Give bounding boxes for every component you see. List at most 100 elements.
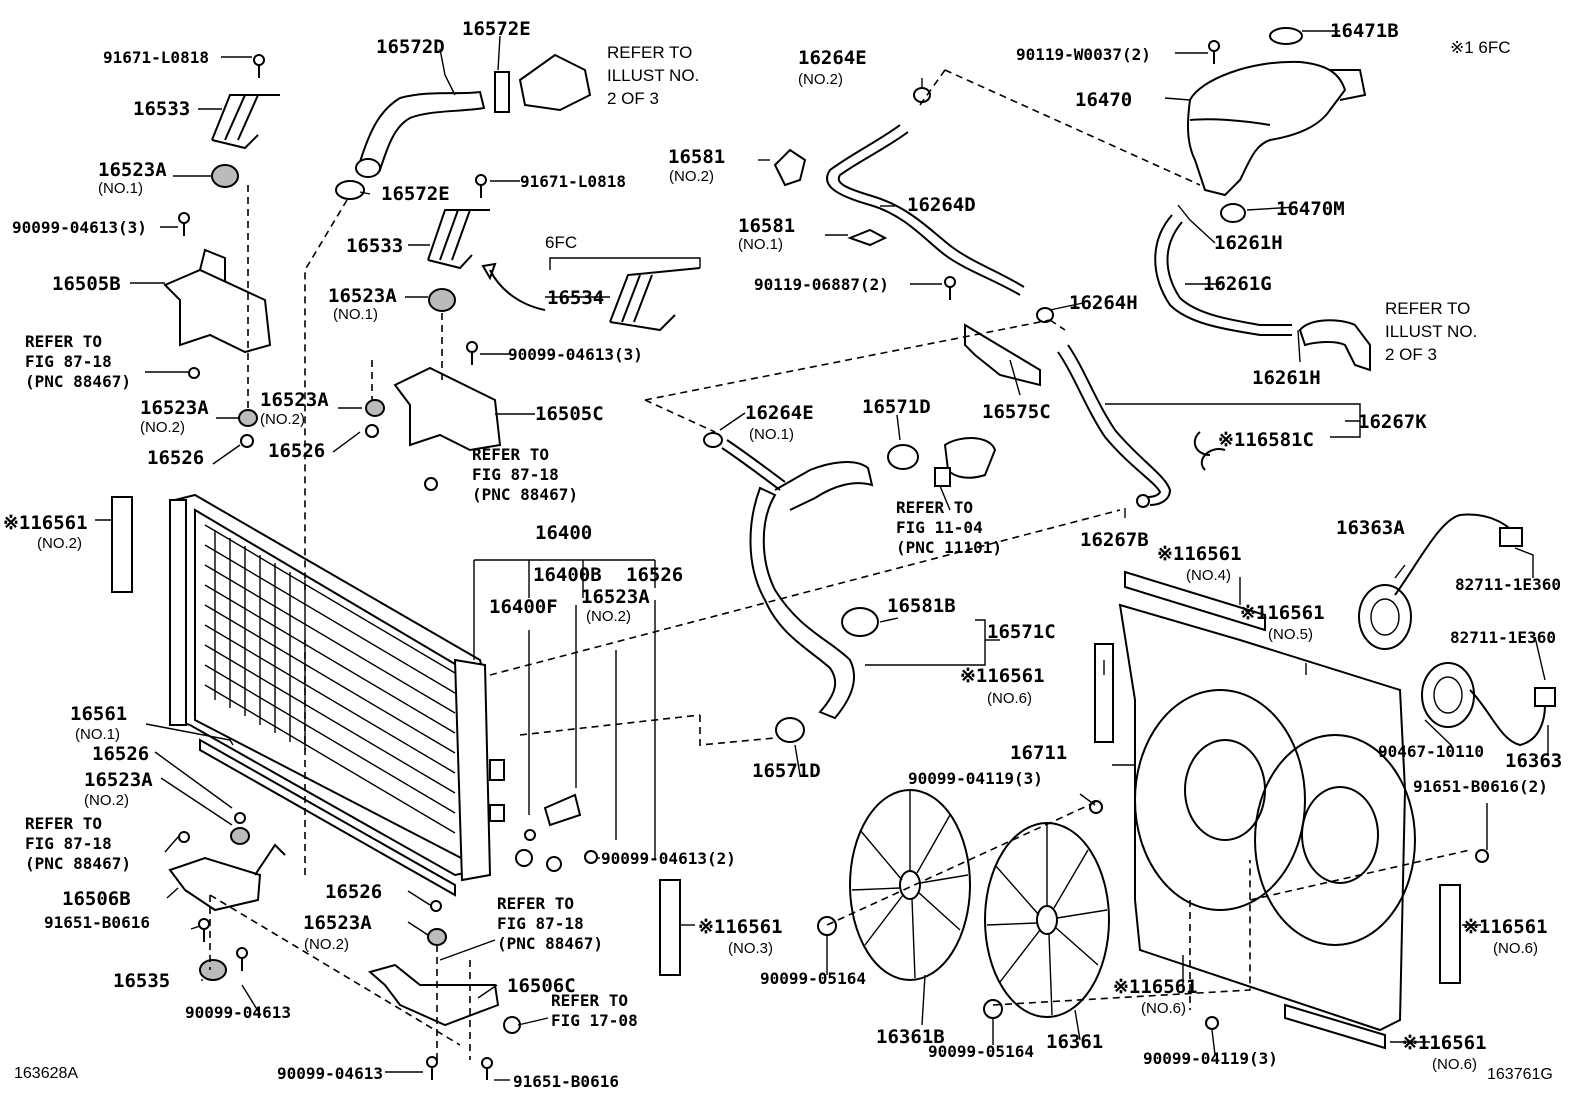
part-label-no6b: (NO.6) — [1141, 1000, 1186, 1017]
bracket-icon — [609, 267, 701, 332]
part-label-refill1: REFER TO — [607, 43, 692, 62]
part-label-16264d: 16264D — [907, 194, 976, 216]
hose-clamp-icon — [841, 607, 879, 637]
part-label-no1d: (NO.1) — [749, 426, 794, 443]
part-label-16505b: 16505B — [52, 273, 121, 295]
part-label-no2d: (NO.2) — [798, 71, 843, 88]
fan-icon — [849, 789, 971, 981]
part-label-90099-04613-2: 90099-04613(2) — [601, 849, 736, 868]
part-label-pnc3: (PNC 11101) — [896, 538, 1002, 557]
part-label-no2e: (NO.2) — [669, 168, 714, 185]
lower-hose-icon — [749, 486, 855, 720]
overflow-hose-icon — [1067, 344, 1172, 506]
part-label-16535: 16535 — [113, 970, 170, 992]
part-label-no5: (NO.5) — [1268, 626, 1313, 643]
part-label-16361b: 16361B — [876, 1026, 945, 1048]
part-label-no1c: (NO.1) — [738, 236, 783, 253]
part-label-fig5: FIG 87-18 — [497, 914, 584, 933]
part-label-no2a: (NO.2) — [140, 419, 185, 436]
part-label-code-left: 163628A — [14, 1065, 78, 1082]
part-label-16526c: 16526 — [626, 564, 683, 586]
leader-lines — [95, 30, 1549, 1081]
part-label-16470m: 16470M — [1276, 198, 1345, 220]
part-label-refill2: ILLUST NO. — [607, 66, 699, 85]
part-label-16571c: 16571C — [987, 621, 1056, 643]
cushion-icon — [199, 959, 227, 981]
part-label-16523a3: 16523A — [328, 285, 397, 307]
parts-drawing — [111, 27, 1556, 1080]
part-label-16261h-t: 16261H — [1214, 232, 1283, 254]
drain-cock-icon — [543, 793, 582, 827]
part-label-91671b: 91671-L0818 — [520, 172, 626, 191]
bracket-icon — [211, 94, 280, 150]
part-label-91651a: 91651-B0616 — [44, 913, 150, 932]
part-label-fig2: FIG 87-18 — [472, 465, 559, 484]
hose-clamp-icon — [775, 717, 805, 743]
part-label-6fc: 6FC — [545, 233, 577, 252]
part-label-ref6: REFER TO — [551, 991, 628, 1010]
hose-clamp-icon — [887, 444, 919, 470]
part-label-16561-2: ※116561 — [3, 512, 88, 534]
part-label-no1b: (NO.1) — [333, 306, 378, 323]
cushion-icon — [211, 164, 239, 188]
fan-motor-icon — [1421, 662, 1556, 747]
part-label-no6a: (NO.6) — [987, 690, 1032, 707]
part-label-16572d: 16572D — [376, 36, 445, 58]
part-label-90467: 90467-10110 — [1378, 742, 1484, 761]
part-label-16471b: 16471B — [1330, 20, 1399, 42]
fan-motor-icon — [1358, 513, 1523, 650]
part-label-91671a: 91671-L0818 — [103, 48, 209, 67]
part-label-16264e-t: 16264E — [798, 47, 867, 69]
part-label-no4: (NO.4) — [1186, 567, 1231, 584]
part-label-82711a: 82711-1E360 — [1455, 575, 1561, 594]
cushion-icon — [428, 288, 456, 312]
hose-16264d-icon — [825, 124, 1021, 296]
part-label-16506b: 16506B — [62, 888, 131, 910]
part-label-16506c: 16506C — [507, 975, 576, 997]
part-label-no6c: (NO.6) — [1493, 940, 1538, 957]
part-label-fig1: FIG 87-18 — [25, 352, 112, 371]
part-label-16581b: 16581B — [887, 595, 956, 617]
part-label-90099-04119a: 90099-04119(3) — [908, 769, 1043, 788]
part-label-16470: 16470 — [1075, 89, 1132, 111]
part-label-16526e: 16526 — [325, 881, 382, 903]
pad-strip-icon — [111, 496, 133, 593]
part-label-16267b: 16267B — [1080, 529, 1149, 551]
part-label-no2h: (NO.2) — [304, 936, 349, 953]
part-label-no1a: (NO.1) — [98, 180, 143, 197]
part-label-no2b: (NO.2) — [37, 535, 82, 552]
cushion-icon — [365, 399, 385, 417]
support-bracket-icon — [367, 963, 500, 1027]
part-label-90099-3a: 90099-04613(3) — [12, 218, 147, 237]
thermostat-housing-icon — [518, 53, 592, 112]
water-inlet-icon — [943, 437, 997, 479]
part-label-16572e-b: 16572E — [381, 183, 450, 205]
part-label-no2g: (NO.2) — [84, 792, 129, 809]
reservoir-hose-icon — [1154, 214, 1292, 336]
part-label-16575c: 16575C — [982, 401, 1051, 423]
part-label-pnc2: (PNC 88467) — [472, 485, 578, 504]
cushion-icon — [427, 928, 447, 946]
upper-hose-icon — [358, 90, 486, 172]
part-label-ref1: REFER TO — [25, 332, 102, 351]
part-label-16400b: 16400B — [533, 564, 602, 586]
part-label-16523a6: 16523A — [84, 769, 153, 791]
part-label-pnc5: (PNC 88467) — [497, 934, 603, 953]
part-label-16363a: 16363A — [1336, 517, 1405, 539]
bypass-hose-icon — [721, 447, 781, 491]
part-label-16581c: ※116581C — [1218, 429, 1314, 451]
part-label-90099-05164b: 90099-05164 — [928, 1042, 1034, 1061]
part-label-16561-6a: ※116561 — [960, 665, 1045, 687]
part-label-code-right: 163761G — [1487, 1066, 1553, 1083]
part-label-16561-4: ※116561 — [1157, 543, 1242, 565]
part-label-90099-3b: 90099-04613(3) — [508, 345, 643, 364]
part-label-16264e-b: 16264E — [745, 402, 814, 424]
part-label-91651-2: 91651-B0616(2) — [1413, 777, 1548, 796]
cushion-icon — [238, 409, 258, 427]
pad-strip-icon — [1094, 643, 1114, 743]
part-label-16534: 16534 — [547, 287, 604, 309]
reservoir-tank-icon — [1187, 60, 1347, 197]
part-label-16361: 16361 — [1046, 1031, 1103, 1053]
part-label-refill3: 2 OF 3 — [607, 89, 659, 108]
part-label-16523a7: 16523A — [303, 912, 372, 934]
